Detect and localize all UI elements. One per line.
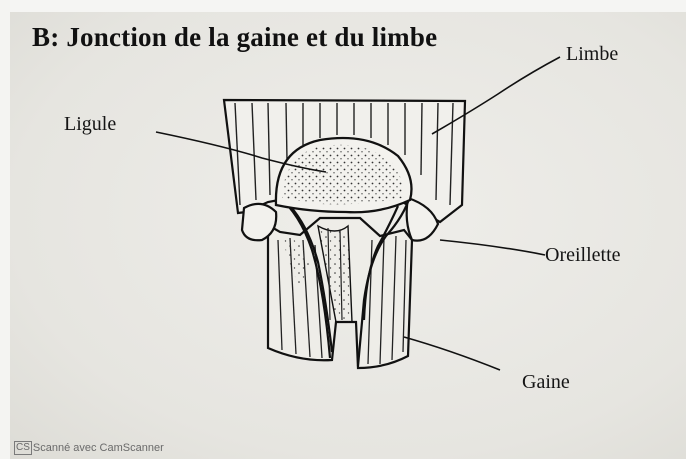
label-limbe: Limbe: [566, 43, 618, 66]
gaine-sheath: [268, 218, 412, 368]
label-gaine: Gaine: [522, 371, 570, 394]
camscanner-watermark: CS Scanné avec CamScanner: [14, 441, 164, 455]
camscanner-logo: CS: [14, 441, 32, 455]
camscanner-text: Scanné avec CamScanner: [33, 442, 164, 454]
label-ligule: Ligule: [64, 113, 116, 136]
label-oreillette: Oreillette: [545, 244, 621, 267]
